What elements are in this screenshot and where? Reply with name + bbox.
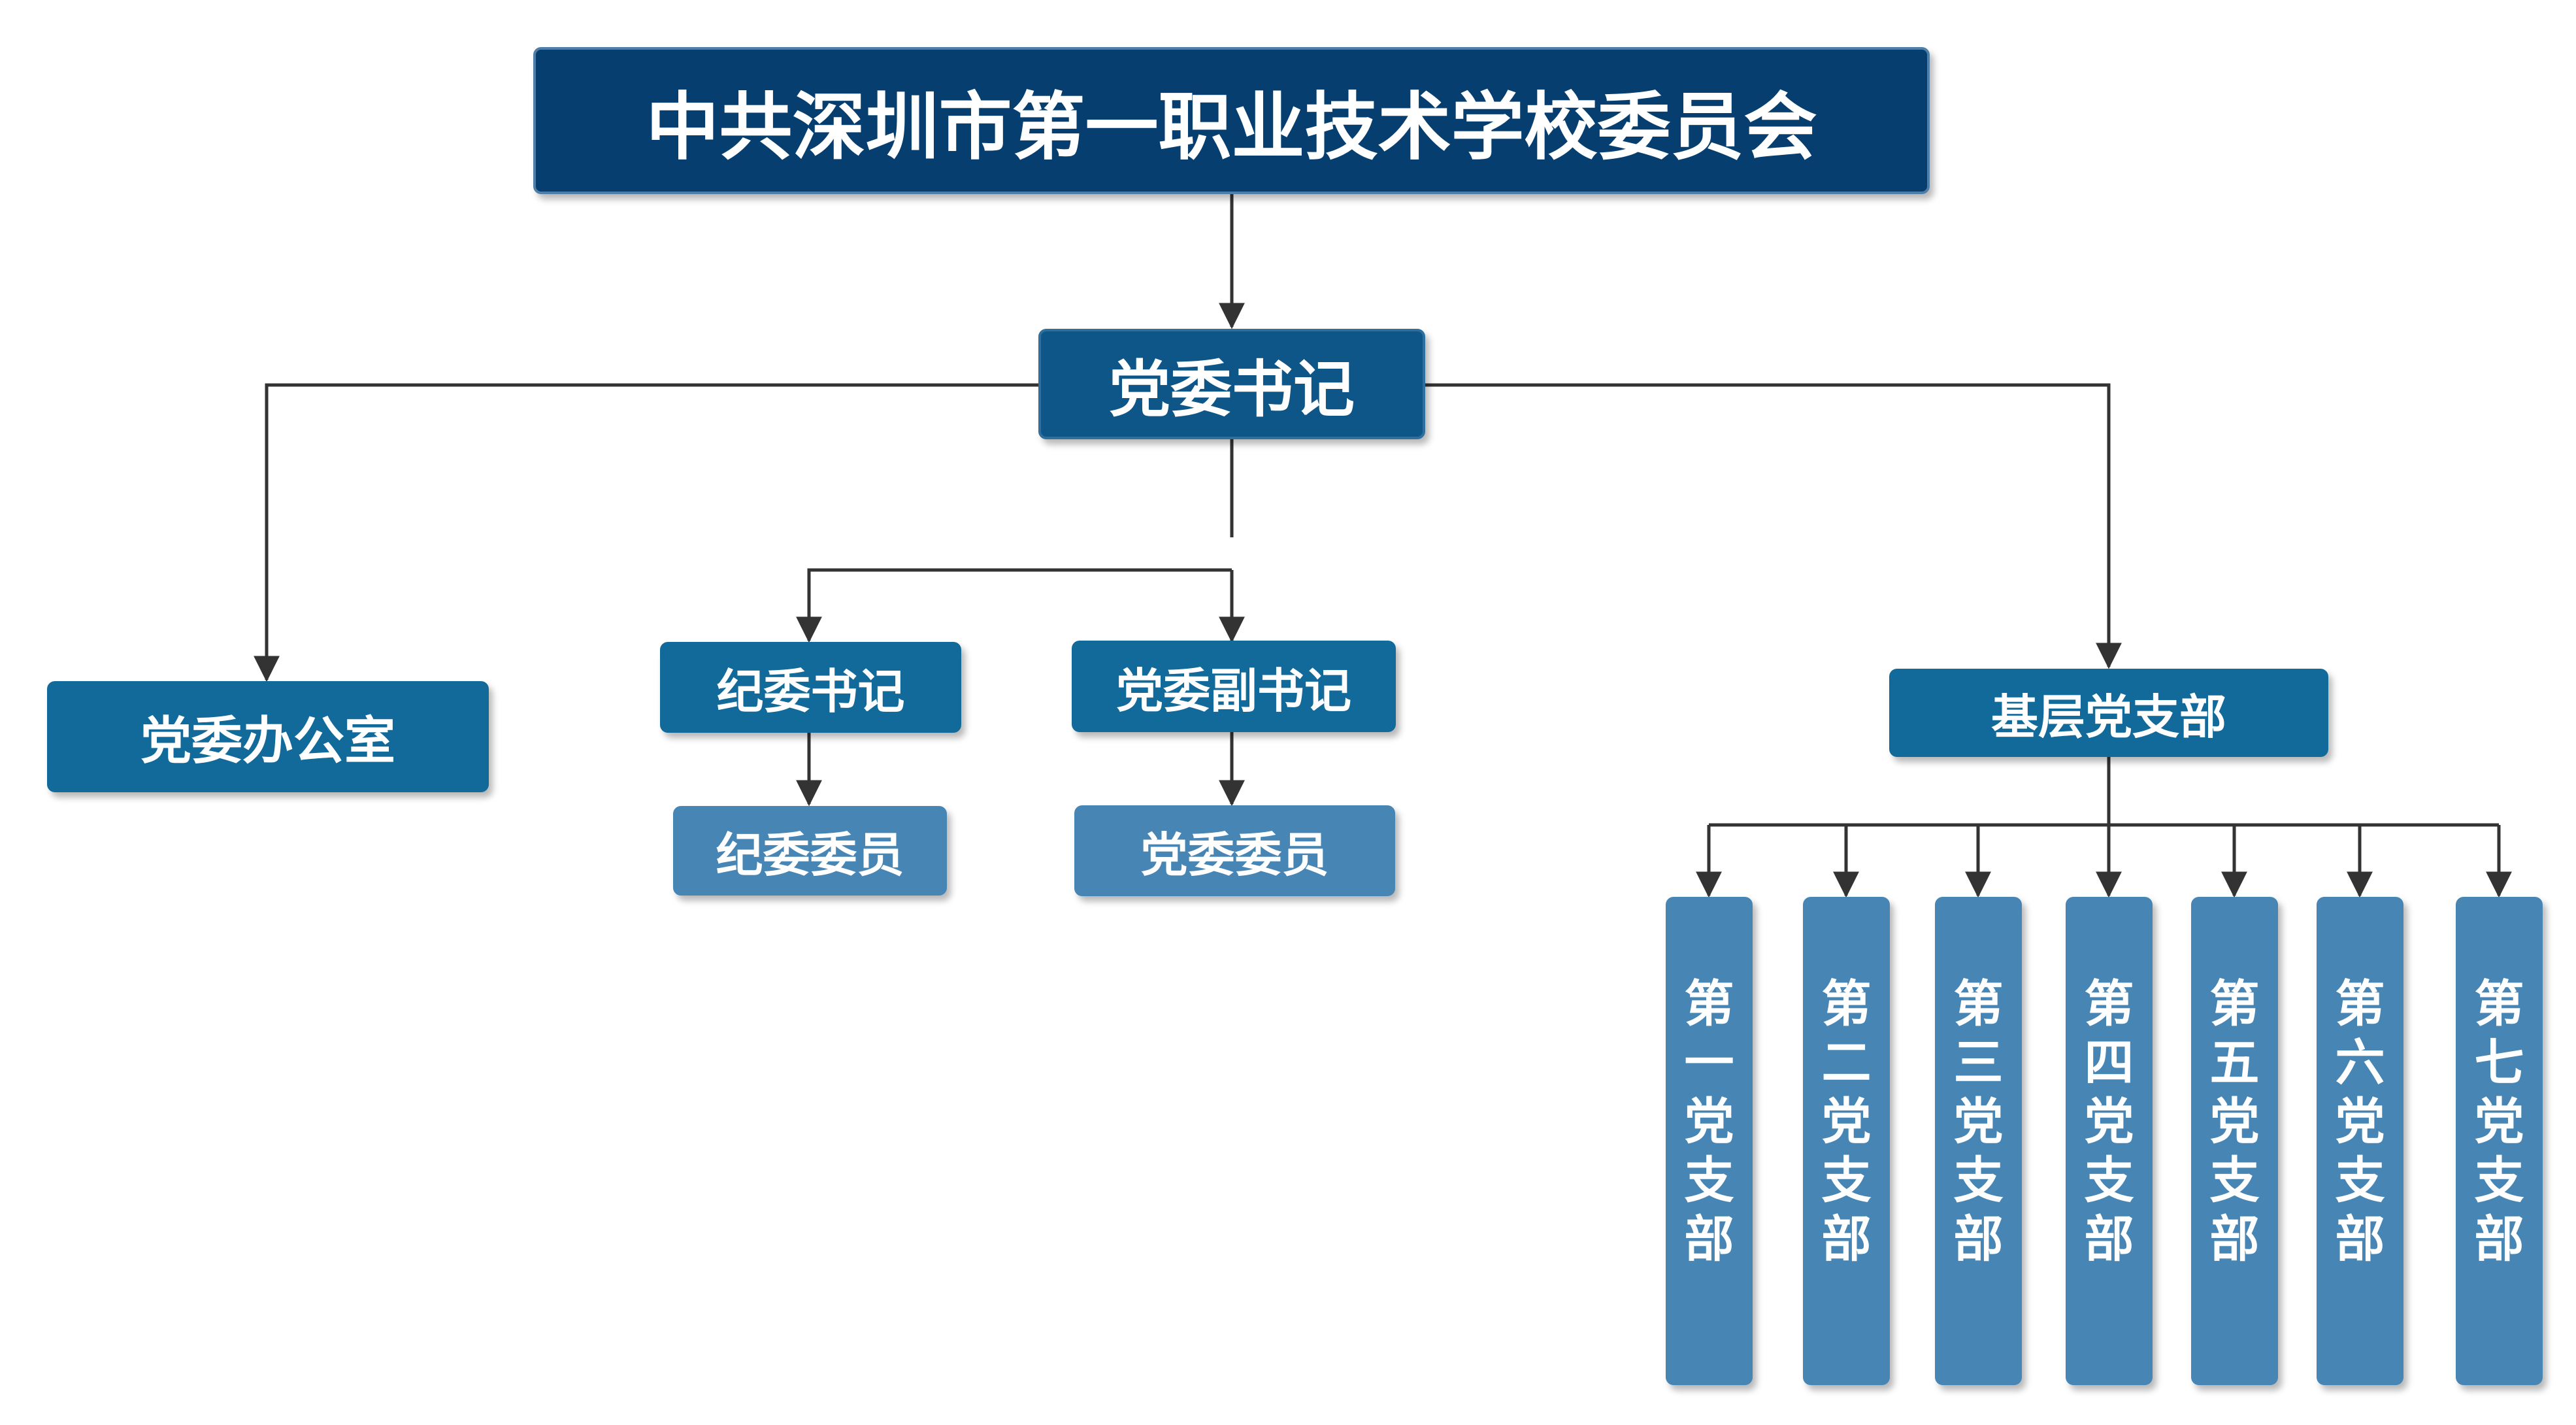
- branch-node-7: 第 七 党 支 部: [2456, 897, 2543, 1385]
- branch-6-char: 六: [2335, 1033, 2385, 1092]
- branch-1-char: 第: [1684, 974, 1734, 1033]
- branch-4-char: 支: [2084, 1150, 2134, 1209]
- branch-2-char: 党: [1821, 1092, 1872, 1150]
- branch-7-char: 支: [2474, 1150, 2524, 1209]
- branch-4-char: 部: [2084, 1209, 2134, 1268]
- deputy-secretary-node: 党委副书记: [1072, 641, 1396, 732]
- branch-node-4: 第 四 党 支 部: [2066, 897, 2153, 1385]
- branch-6-char: 党: [2335, 1092, 2385, 1150]
- branch-2-char: 支: [1821, 1150, 1872, 1209]
- grassroots-branch-label: 基层党支部: [1990, 690, 2226, 745]
- branch-6-char: 第: [2335, 974, 2385, 1033]
- branch-7-char: 党: [2474, 1092, 2524, 1150]
- branch-3-char: 支: [1953, 1150, 2004, 1209]
- branch-4-char: 党: [2084, 1092, 2134, 1150]
- branch-3-char: 第: [1953, 974, 2004, 1033]
- branch-7-char: 七: [2474, 1033, 2524, 1092]
- party-secretary-node: 党委书记: [1038, 329, 1425, 439]
- discipline-secretary-label: 纪委书记: [716, 664, 905, 719]
- branch-1-char: 部: [1684, 1209, 1734, 1268]
- branch-node-2: 第 二 党 支 部: [1803, 897, 1890, 1385]
- party-office-label: 党委办公室: [140, 712, 395, 771]
- party-office-node: 党委办公室: [47, 681, 489, 792]
- branch-5-char: 支: [2209, 1150, 2260, 1209]
- grassroots-branch-node: 基层党支部: [1889, 669, 2328, 757]
- branch-node-5: 第 五 党 支 部: [2191, 897, 2278, 1385]
- discipline-members-label: 纪委委员: [716, 828, 904, 882]
- branch-6-char: 支: [2335, 1150, 2385, 1209]
- branch-5-char: 党: [2209, 1092, 2260, 1150]
- branch-1-char: 支: [1684, 1150, 1734, 1209]
- branch-7-char: 第: [2474, 974, 2524, 1033]
- root-committee-label: 中共深圳市第一职业技术学校委员会: [646, 84, 1817, 170]
- party-secretary-label: 党委书记: [1108, 354, 1355, 426]
- discipline-members-node: 纪委委员: [673, 806, 947, 896]
- branch-2-char: 第: [1821, 974, 1872, 1033]
- branch-5-char: 第: [2209, 974, 2260, 1033]
- branch-6-char: 部: [2335, 1209, 2385, 1268]
- committee-members-label: 党委委员: [1140, 828, 1329, 882]
- committee-members-node: 党委委员: [1074, 805, 1395, 896]
- discipline-secretary-node: 纪委书记: [660, 642, 961, 733]
- branch-4-char: 第: [2084, 974, 2134, 1033]
- branch-5-char: 部: [2209, 1209, 2260, 1268]
- branch-2-char: 部: [1821, 1209, 1872, 1268]
- branch-3-char: 三: [1953, 1033, 2004, 1092]
- branch-node-3: 第 三 党 支 部: [1935, 897, 2022, 1385]
- branch-5-char: 五: [2209, 1033, 2260, 1092]
- branch-node-1: 第 一 党 支 部: [1666, 897, 1753, 1385]
- branch-3-char: 党: [1953, 1092, 2004, 1150]
- branch-4-char: 四: [2084, 1033, 2134, 1092]
- branch-1-char: 党: [1684, 1092, 1734, 1150]
- branch-3-char: 部: [1953, 1209, 2004, 1268]
- root-committee-node: 中共深圳市第一职业技术学校委员会: [533, 47, 1930, 194]
- branch-2-char: 二: [1821, 1033, 1872, 1092]
- deputy-secretary-label: 党委副书记: [1115, 663, 1351, 718]
- branch-1-char: 一: [1684, 1033, 1734, 1092]
- branch-node-6: 第 六 党 支 部: [2317, 897, 2403, 1385]
- branch-7-char: 部: [2474, 1209, 2524, 1268]
